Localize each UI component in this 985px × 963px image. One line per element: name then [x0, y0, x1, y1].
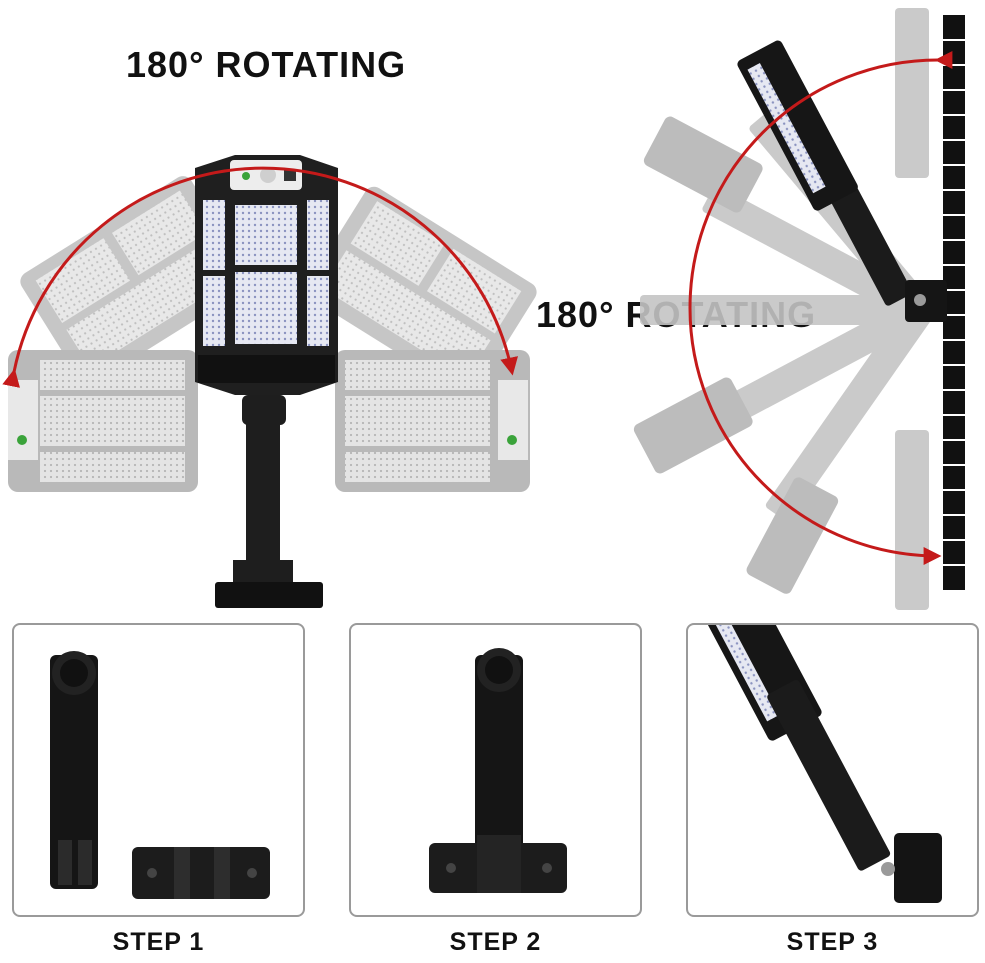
step-2-illustration — [429, 648, 567, 893]
product-illustration — [2, 8, 965, 610]
step-2-panel — [349, 623, 642, 917]
rotating-arm-main — [737, 40, 947, 322]
step-1-label: STEP 1 — [112, 928, 205, 956]
ghost-head-left-flat — [8, 350, 198, 492]
ghost-heads — [633, 116, 839, 594]
mount-bracket-left — [215, 395, 323, 608]
step-2-label: STEP 2 — [449, 928, 542, 956]
ghost-head-right-flat — [335, 350, 530, 492]
step-1-illustration — [50, 651, 270, 899]
step-3-illustration — [706, 625, 942, 903]
step-1-panel — [12, 623, 305, 917]
rotating-heading-left: 180° ROTATING — [126, 44, 407, 85]
step-3-label: STEP 3 — [786, 928, 879, 956]
light-head-main — [195, 155, 338, 395]
ghost-head-right-tilted — [305, 186, 537, 396]
step-3-panel — [686, 623, 979, 917]
rotation-arrow-left — [2, 166, 518, 388]
rotation-arrow-right — [688, 50, 953, 565]
ghost-head-left-tilted — [20, 176, 252, 385]
